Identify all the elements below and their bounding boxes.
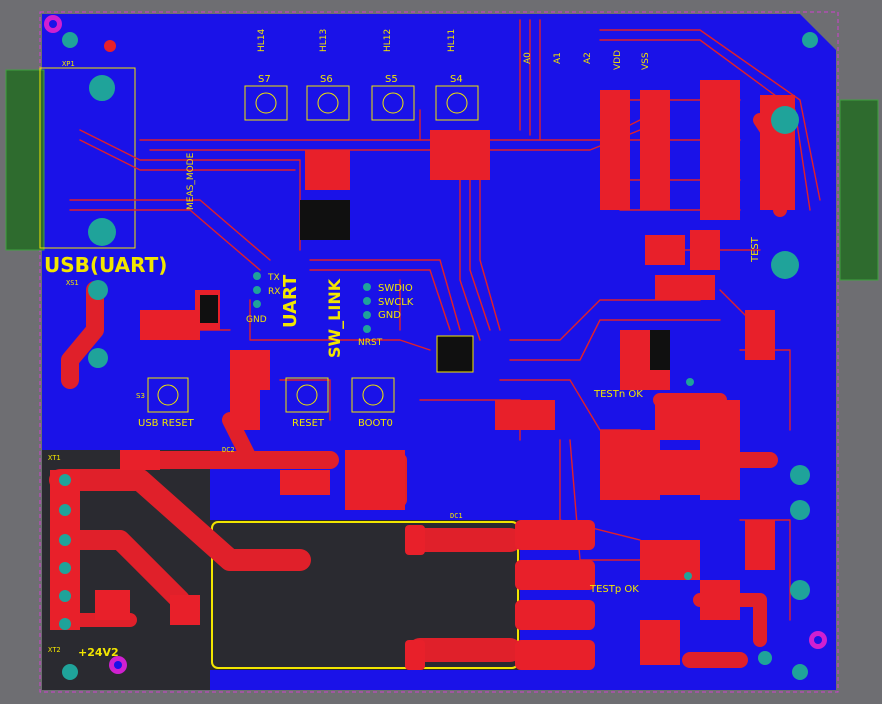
dc1-outline [211,521,519,669]
label-hl13: HL13 [319,29,329,52]
label-vdd: VDD [613,50,623,70]
board-outline [39,11,839,693]
label-s5: S5 [385,74,398,85]
label-hl11: HL11 [447,29,457,52]
label-dc2: DC2 [222,446,235,454]
label-testn-ok: TESTn OK [593,389,643,400]
label-boot0: BOOT0 [358,418,393,429]
tactile-switches [147,85,479,413]
label-usb-uart: USB(UART) [44,253,167,277]
label-rx: RX [268,287,280,297]
label-s3: S3 [136,392,145,400]
usb-connector-body [5,69,45,251]
label-test: TEST [750,236,761,263]
label-s7: S7 [258,74,271,85]
ic-packages [200,200,670,373]
label-reset: RESET [292,418,325,429]
label-meas-mode: MEAS_MODE [186,152,196,210]
smd-pads [50,80,795,670]
label-s6: S6 [320,74,333,85]
label-nrst: NRST [358,338,383,348]
test-connector-body [839,99,879,281]
label-a0: A0 [523,52,533,64]
label-hl12: HL12 [383,29,393,52]
label-swdio: SWDIO [378,283,413,294]
label-tx: TX [267,273,280,283]
label-vss: VSS [641,52,651,70]
label-uart: UART [280,274,301,328]
label-sw-link: SW_LINK [325,278,344,358]
label-usb-reset: USB RESET [138,418,195,429]
label-xt1: XT1 [48,454,61,462]
through-hole-pins [59,272,694,630]
label-a1: A1 [553,52,563,64]
label-dc1: DC1 [450,512,463,520]
label-swclk: SWCLK [378,297,414,308]
mounting-holes [44,15,827,680]
label-xp1: XP1 [62,60,75,68]
label-xs1: XS1 [66,279,79,287]
label-voltage: +24V2 [78,646,119,659]
label-testp-ok: TESTp OK [589,584,639,595]
label-s4: S4 [450,74,463,85]
label-gnd: GND [378,310,401,321]
label-gnd-uart: GND [246,315,267,325]
label-a2: A2 [583,52,593,64]
label-xt2: XT2 [48,646,61,654]
silkscreen-labels: USB(UART) UART SW_LINK MEAS_MODE TEST TE… [44,28,761,659]
label-hl14: HL14 [257,28,267,52]
